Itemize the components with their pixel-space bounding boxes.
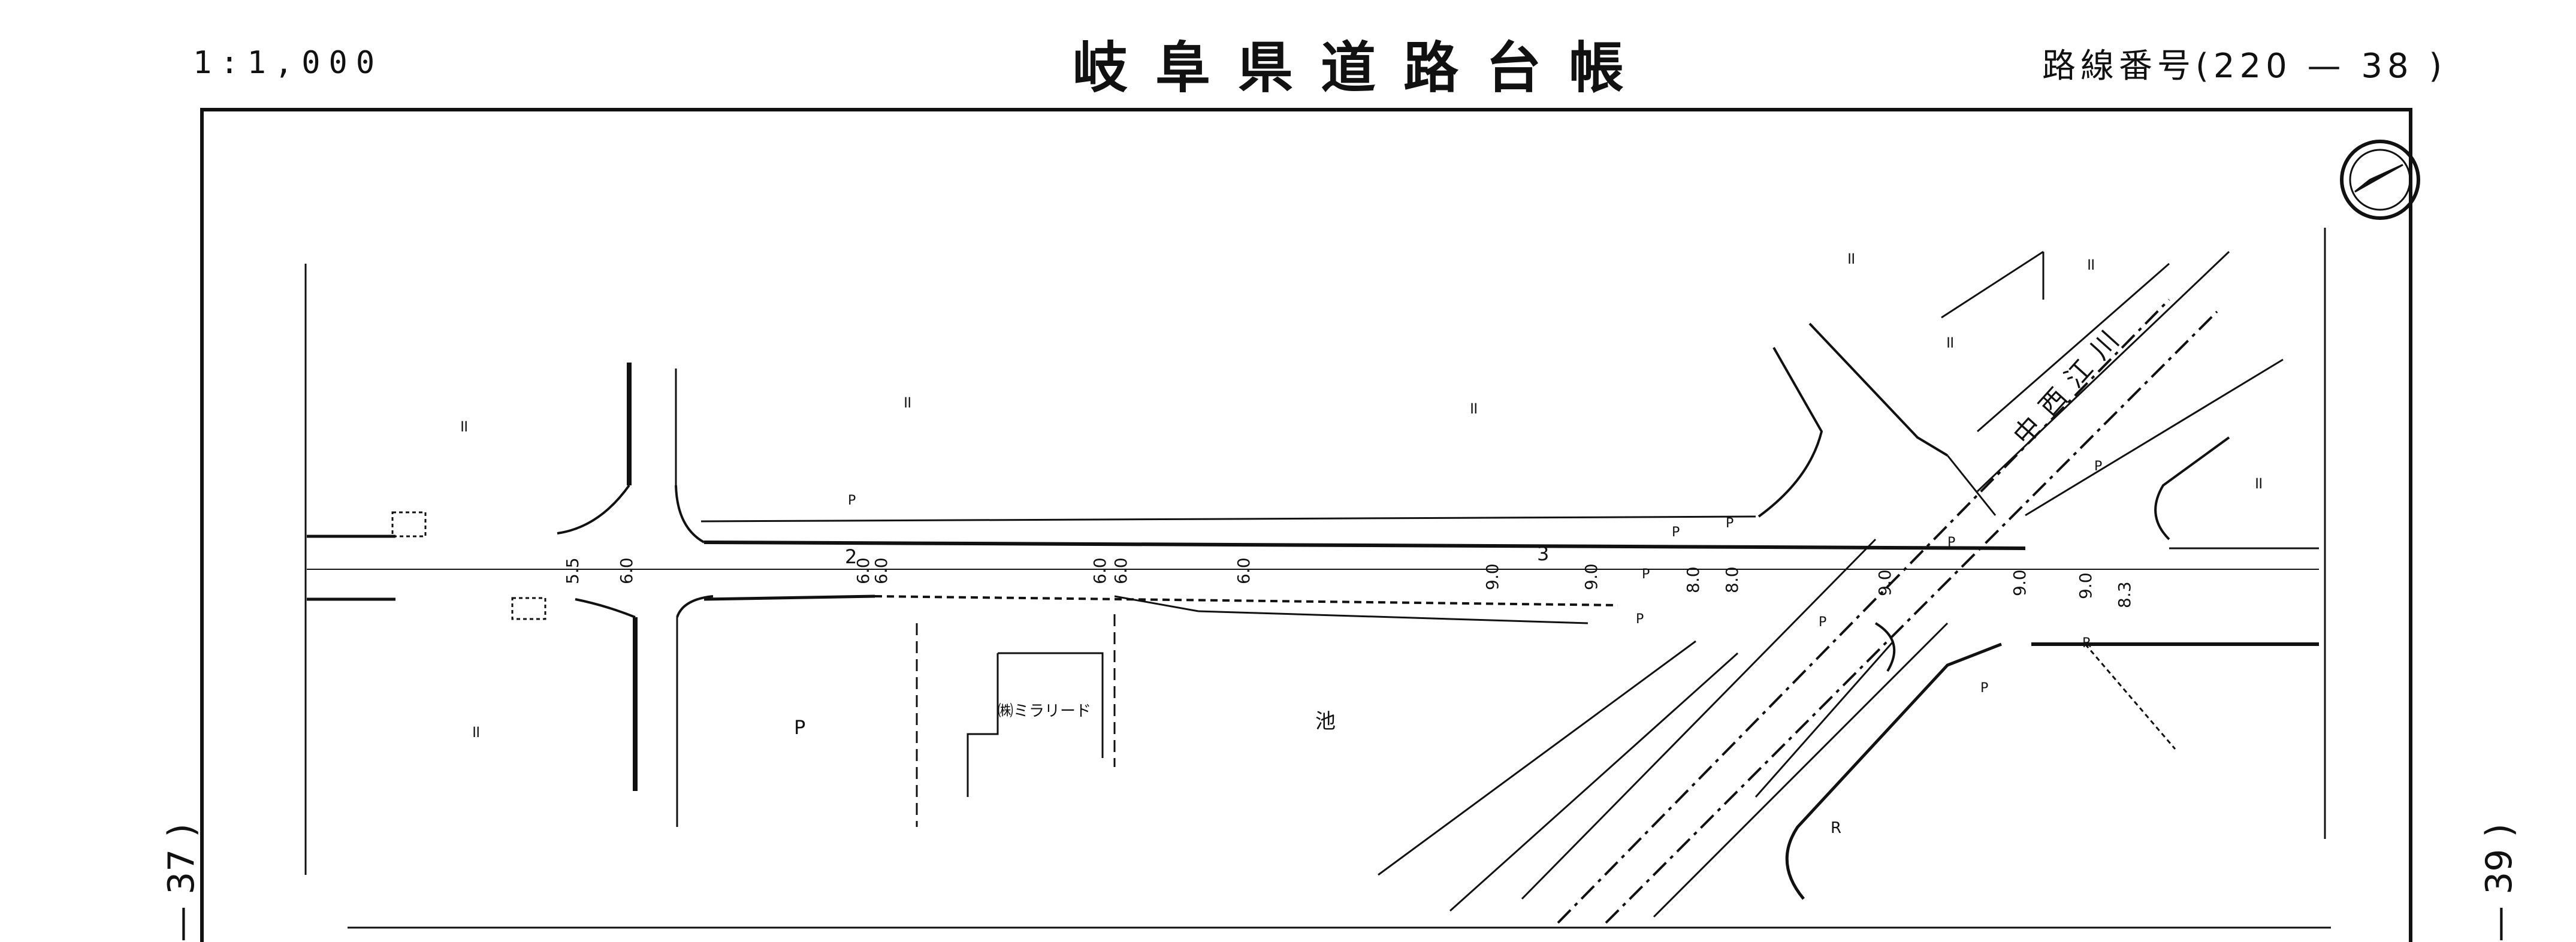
- land-use-label: ॥: [1944, 332, 1955, 352]
- width-label: 6.0: [1090, 557, 1110, 584]
- parking-label: P: [794, 716, 805, 739]
- parking-label: P: [1642, 567, 1650, 582]
- map-linework: [304, 140, 2420, 929]
- map-frame: [200, 108, 2412, 942]
- width-label: 9.0: [1482, 563, 1502, 590]
- parking-label: P: [2094, 459, 2102, 474]
- river-label: 中西江川: [2007, 316, 2133, 451]
- width-label: 9.0: [2010, 569, 2030, 596]
- parking-label: P: [1672, 525, 1680, 540]
- railing-label: R: [1831, 819, 1841, 837]
- width-label: 8.3: [2115, 581, 2134, 608]
- company-label: ㈱ミラリード: [998, 702, 1091, 720]
- parking-label: P: [1947, 535, 1955, 550]
- width-label: 9.0: [1875, 569, 1895, 596]
- parking-label: P: [1980, 681, 1988, 696]
- land-use-label: ॥: [1846, 248, 1856, 268]
- width-label: 6.0: [871, 557, 891, 584]
- land-use-label: ॥: [1468, 398, 1478, 418]
- width-label: 6.0: [1111, 557, 1131, 584]
- land-use-label: ॥: [2085, 254, 2095, 274]
- width-label: 5.5: [563, 557, 582, 584]
- width-label: 6.0: [853, 557, 873, 584]
- land-use-label: ॥: [470, 721, 481, 741]
- land-use-label: ॥: [902, 392, 912, 412]
- width-label: 8.0: [1722, 566, 1742, 593]
- width-label: 6.0: [617, 557, 636, 584]
- station-label: 2: [845, 545, 857, 568]
- width-label: 9.0: [2076, 572, 2095, 599]
- parking-label: P: [848, 493, 856, 508]
- railing-label: R: [2082, 636, 2091, 651]
- parking-label: P: [1636, 612, 1644, 627]
- pond-label: 池: [1315, 709, 1336, 733]
- parking-label: P: [1819, 615, 1826, 630]
- page-title: 岐阜県道路台帳: [1073, 35, 1652, 100]
- width-label: 6.0: [1234, 557, 1254, 584]
- map-scale: 1:1,000: [193, 45, 383, 81]
- route-number: 路線番号(220 — 38 ): [2042, 46, 2447, 86]
- land-use-label: ॥: [458, 416, 469, 436]
- station-label: 3: [1537, 542, 1549, 565]
- land-use-label: ॥: [2253, 473, 2263, 493]
- width-label: 9.0: [1581, 563, 1601, 590]
- north-arrow-icon: [2340, 140, 2420, 220]
- parking-label: P: [1726, 516, 1734, 531]
- width-label: 8.0: [1683, 566, 1703, 593]
